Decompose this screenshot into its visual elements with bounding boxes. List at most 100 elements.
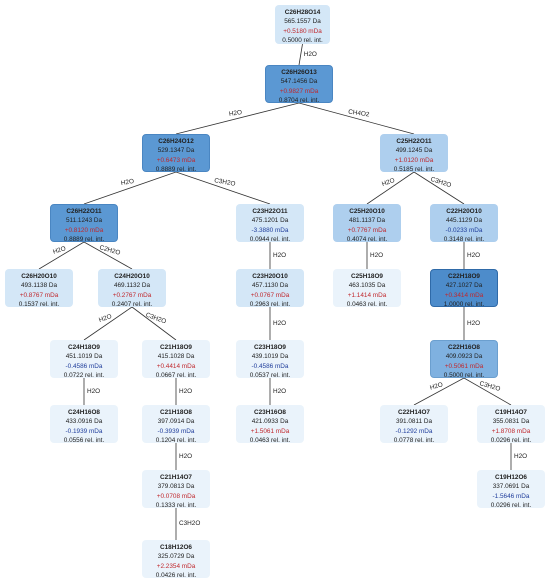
node-intensity: 0.2407 rel. int. [111, 301, 153, 309]
node-mass-error: +0.0708 mDa [156, 492, 196, 500]
edge-label: H2O [370, 251, 384, 259]
node-mass-error: -1.5646 mDa [492, 492, 530, 500]
node-formula: C22H20O10 [446, 208, 482, 215]
node-intensity: 0.4074 rel. int. [346, 236, 388, 244]
node-intensity: 0.1204 rel. int. [155, 437, 197, 445]
node-mass-error: -3.3880 mDa [251, 226, 289, 234]
node-intensity: 0.0296 rel. int. [490, 502, 532, 510]
node-mass: 511.1243 Da [65, 217, 103, 225]
node-formula: C24H20O10 [114, 273, 150, 280]
node-mass-error: -0.1939 mDa [65, 427, 103, 435]
node-formula: C22H18O9 [448, 273, 480, 280]
node-mass: 565.1557 Da [284, 18, 321, 26]
node-intensity: 0.8889 rel. int. [63, 236, 105, 244]
node-formula: C26H24O12 [158, 138, 194, 145]
fragment-node-n21[interactable]: C22H14O7 391.0811 Da-0.1292 mDa 0.0778 rel… [380, 405, 448, 445]
node-formula: C21H18O8 [160, 409, 192, 416]
node-intensity: 0.8704 rel. int. [278, 97, 320, 105]
node-intensity: 0.0667 rel. int. [155, 372, 197, 380]
node-mass-error: -0.4586 mDa [65, 362, 103, 370]
fragment-node-n23[interactable]: C21H14O7 379.0813 Da+0.0708 mDa 0.1333 rel… [142, 470, 210, 510]
node-mass-error: +1.1414 mDa [347, 291, 387, 299]
node-formula: C21H14O7 [160, 474, 192, 481]
edge-n5-n9 [38, 241, 85, 270]
node-intensity: 0.5185 rel. int. [393, 166, 435, 174]
node-mass-error: +0.8767 mDa [19, 291, 59, 299]
node-formula: C23H18O9 [254, 344, 286, 351]
fragment-node-n1[interactable]: C26H28O14 565.1557 Da+0.5180 mDa 0.5000 re… [275, 5, 330, 44]
node-mass-error: +0.5061 mDa [444, 362, 484, 370]
node-mass: 469.1132 Da [113, 282, 151, 290]
node-mass: 481.1137 Da [348, 217, 386, 225]
edge-n2-n4 [298, 102, 415, 135]
node-mass-error: +0.6473 mDa [156, 156, 196, 164]
node-formula: C24H16O8 [68, 409, 100, 416]
node-intensity: 0.0463 rel. int. [249, 437, 291, 445]
edge-label: H2O [467, 319, 481, 327]
node-mass-error: +0.5180 mDa [283, 27, 322, 35]
fragment-node-n10[interactable]: C24H20O10 469.1132 Da+0.2767 mDa 0.2407 re… [98, 269, 166, 309]
node-intensity: 0.1537 rel. int. [18, 301, 60, 309]
node-mass-error: +0.4414 mDa [156, 362, 196, 370]
node-formula: C23H16O8 [254, 409, 286, 416]
node-mass: 379.0813 Da [157, 483, 195, 491]
edge-label: H2O [467, 251, 481, 259]
edge-n17-n22 [463, 377, 512, 406]
node-intensity: 0.0426 rel. int. [155, 572, 197, 580]
edge-n10-n15 [131, 306, 177, 341]
node-formula: C23H20O10 [252, 273, 288, 280]
node-mass: 427.1027 Da [445, 282, 483, 290]
node-mass-error: -0.1292 mDa [395, 427, 433, 435]
node-formula: C22H14O7 [398, 409, 430, 416]
node-mass-error: +0.9827 mDa [279, 87, 319, 95]
edge-n17-n21 [413, 377, 465, 406]
edge-n5-n10 [83, 241, 133, 270]
node-mass-error: +1.5061 mDa [250, 427, 290, 435]
node-formula: C26H28O14 [284, 9, 321, 16]
node-mass-error: +0.2767 mDa [112, 291, 152, 299]
node-mass: 529.1347 Da [157, 147, 195, 155]
node-formula: C19H14O7 [495, 409, 527, 416]
node-mass: 445.1129 Da [445, 217, 483, 225]
node-mass-error: +1.8708 mDa [491, 427, 531, 435]
node-mass: 397.0914 Da [157, 418, 195, 426]
edge-n2-n3 [175, 102, 300, 135]
node-formula: C24H18O9 [68, 344, 100, 351]
node-mass: 433.0916 Da [65, 418, 103, 426]
edge-n4-n8 [413, 171, 465, 205]
node-intensity: 0.0778 rel. int. [393, 437, 435, 445]
node-mass: 415.1028 Da [157, 353, 195, 361]
node-intensity: 0.8889 rel. int. [155, 166, 197, 174]
fragment-node-n3[interactable]: C26H24O12 529.1347 Da+0.6473 mDa 0.8889 re… [142, 134, 210, 174]
node-intensity: 0.1333 rel. int. [155, 502, 197, 510]
node-mass: 499.1245 Da [395, 147, 433, 155]
edge-label: H2O [514, 452, 528, 460]
node-mass-error: +1.0120 mDa [394, 156, 434, 164]
node-intensity: 0.5000 rel. int. [282, 37, 323, 45]
edge-label: H2O [87, 387, 101, 395]
node-mass-error: -0.0233 mDa [445, 226, 483, 234]
node-mass: 355.0831 Da [492, 418, 530, 426]
node-mass: 325.0729 Da [157, 553, 195, 561]
node-mass: 391.0811 Da [395, 418, 433, 426]
